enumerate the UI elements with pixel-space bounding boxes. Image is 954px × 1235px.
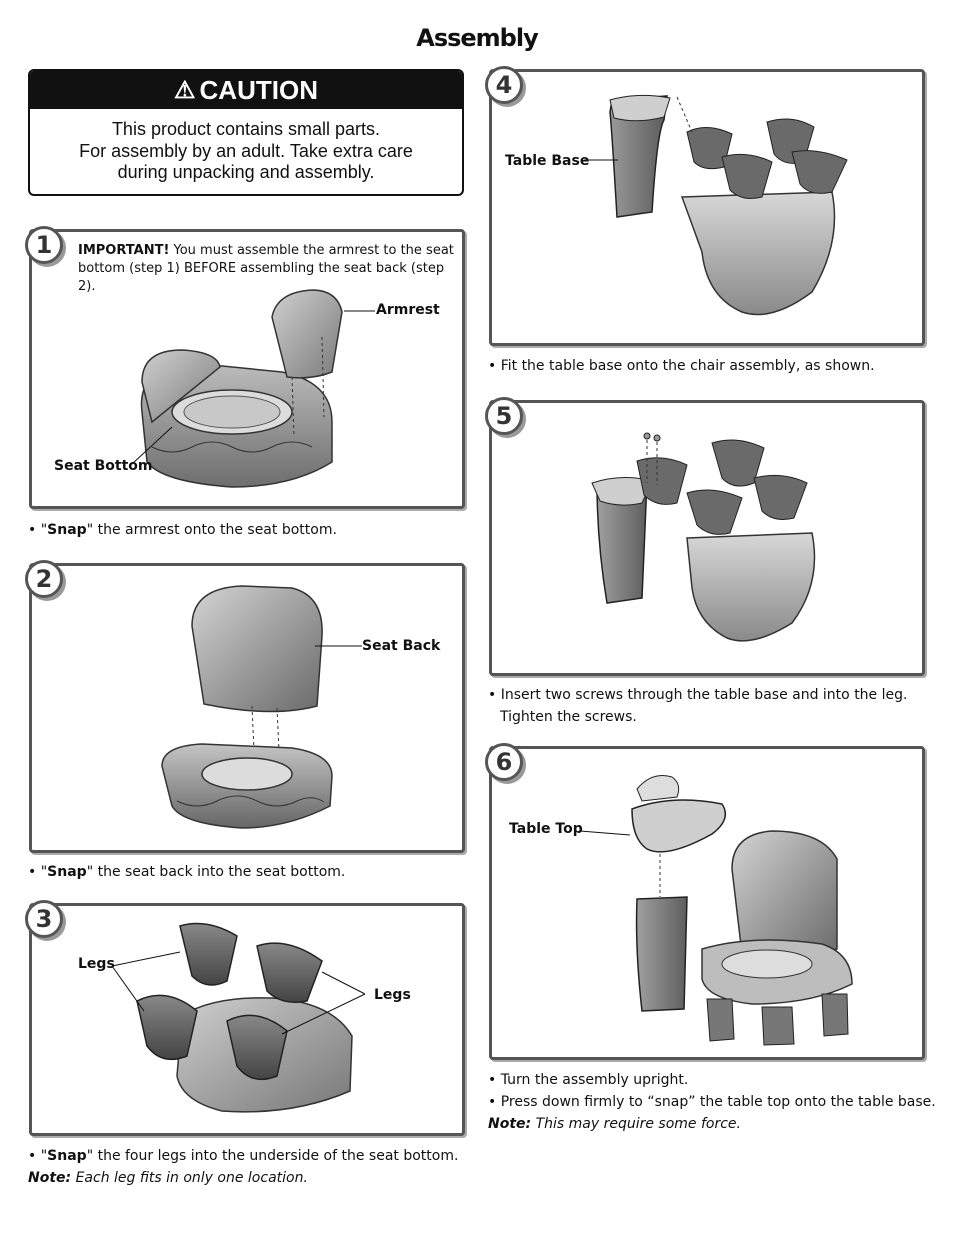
seat-bottom-label: Seat Bottom: [54, 458, 153, 474]
page-title: Assembly: [416, 24, 538, 52]
caution-line: This product contains small parts.: [111, 119, 381, 139]
instruction-bullet: • ": [28, 1148, 48, 1164]
step-2-instruction: • "Snap" the seat back into the seat bot…: [28, 861, 345, 883]
seat-back-label: Seat Back: [362, 638, 441, 654]
table-base-illustration: [584, 94, 848, 316]
step-3-note: Note: Each leg fits in only one location…: [28, 1167, 458, 1189]
note-text: This may require some force.: [531, 1116, 741, 1132]
step-2-number: 2: [25, 560, 63, 598]
step-4-panel: Table Base: [489, 69, 925, 346]
note-label: Note:: [488, 1116, 532, 1132]
table-top-illustration: [579, 775, 853, 1046]
note-label: Note:: [28, 1170, 72, 1186]
legs-illustration: [111, 922, 366, 1113]
instruction-text: " the armrest onto the seat bottom.: [86, 522, 337, 538]
caution-line: For assembly by an adult. Take extra car…: [79, 140, 413, 161]
step-4-number: 4: [485, 66, 523, 104]
table-base-label: Table Base: [505, 153, 590, 169]
snap-word: Snap: [47, 522, 87, 538]
armrest-label: Armrest: [376, 302, 440, 318]
legs-label-right: Legs: [374, 987, 411, 1003]
step-5-panel: [489, 400, 925, 676]
caution-box: ⚠ CAUTION This product contains small pa…: [28, 69, 464, 196]
step-6-number: 6: [485, 743, 523, 781]
seat-back-illustration: [161, 585, 362, 829]
screws-illustration: [591, 432, 816, 642]
table-top-label: Table Top: [509, 821, 583, 837]
instruction-text: " the four legs into the underside of th…: [86, 1148, 459, 1164]
snap-word: Snap: [47, 1148, 87, 1164]
step-5-number: 5: [485, 397, 523, 435]
caution-heading: CAUTION: [199, 74, 318, 105]
step-6-note: Note: This may require some force.: [488, 1113, 936, 1135]
step-5-instruction: • Insert two screws through the table ba…: [488, 684, 907, 728]
step-3-panel: Legs Legs: [29, 903, 465, 1136]
legs-label-left: Legs: [78, 956, 115, 972]
step-3-number: 3: [25, 900, 63, 938]
instruction-text: " the seat back into the seat bottom.: [86, 864, 346, 880]
note-text: Each leg fits in only one location.: [71, 1170, 308, 1186]
warning-triangle-icon: ⚠: [174, 76, 196, 104]
step-6-panel: Table Top: [489, 746, 925, 1060]
snap-word: Snap: [47, 864, 87, 880]
important-label: IMPORTANT!: [78, 243, 170, 258]
important-text: You must assemble the armrest to the sea…: [78, 243, 454, 294]
instruction-line: • Insert two screws through the table ba…: [488, 687, 908, 703]
step-1-panel: IMPORTANT! You must assemble the armrest…: [29, 229, 465, 509]
caution-text: This product contains small parts. For a…: [30, 109, 462, 184]
step-6-instruction: • Turn the assembly upright. • Press dow…: [488, 1069, 936, 1135]
seat-bottom-armrest-illustration: [131, 289, 375, 488]
step-1-important-note: IMPORTANT! You must assemble the armrest…: [78, 242, 458, 296]
caution-header: ⚠ CAUTION: [30, 71, 462, 109]
instruction-bullet: • ": [28, 864, 48, 880]
step-2-panel: Seat Back: [29, 563, 465, 853]
instruction-bullet: • ": [28, 522, 48, 538]
step-1-number: 1: [25, 226, 63, 264]
caution-line: during unpacking and assembly.: [117, 162, 375, 182]
step-4-instruction: • Fit the table base onto the chair asse…: [488, 358, 875, 374]
instruction-line: • Press down firmly to “snap” the table …: [488, 1094, 936, 1110]
instruction-line: Tighten the screws.: [500, 709, 637, 725]
instruction-line: • Turn the assembly upright.: [488, 1072, 689, 1088]
step-1-instruction: • "Snap" the armrest onto the seat botto…: [28, 519, 337, 541]
step-3-instruction: • "Snap" the four legs into the undersid…: [28, 1145, 458, 1189]
